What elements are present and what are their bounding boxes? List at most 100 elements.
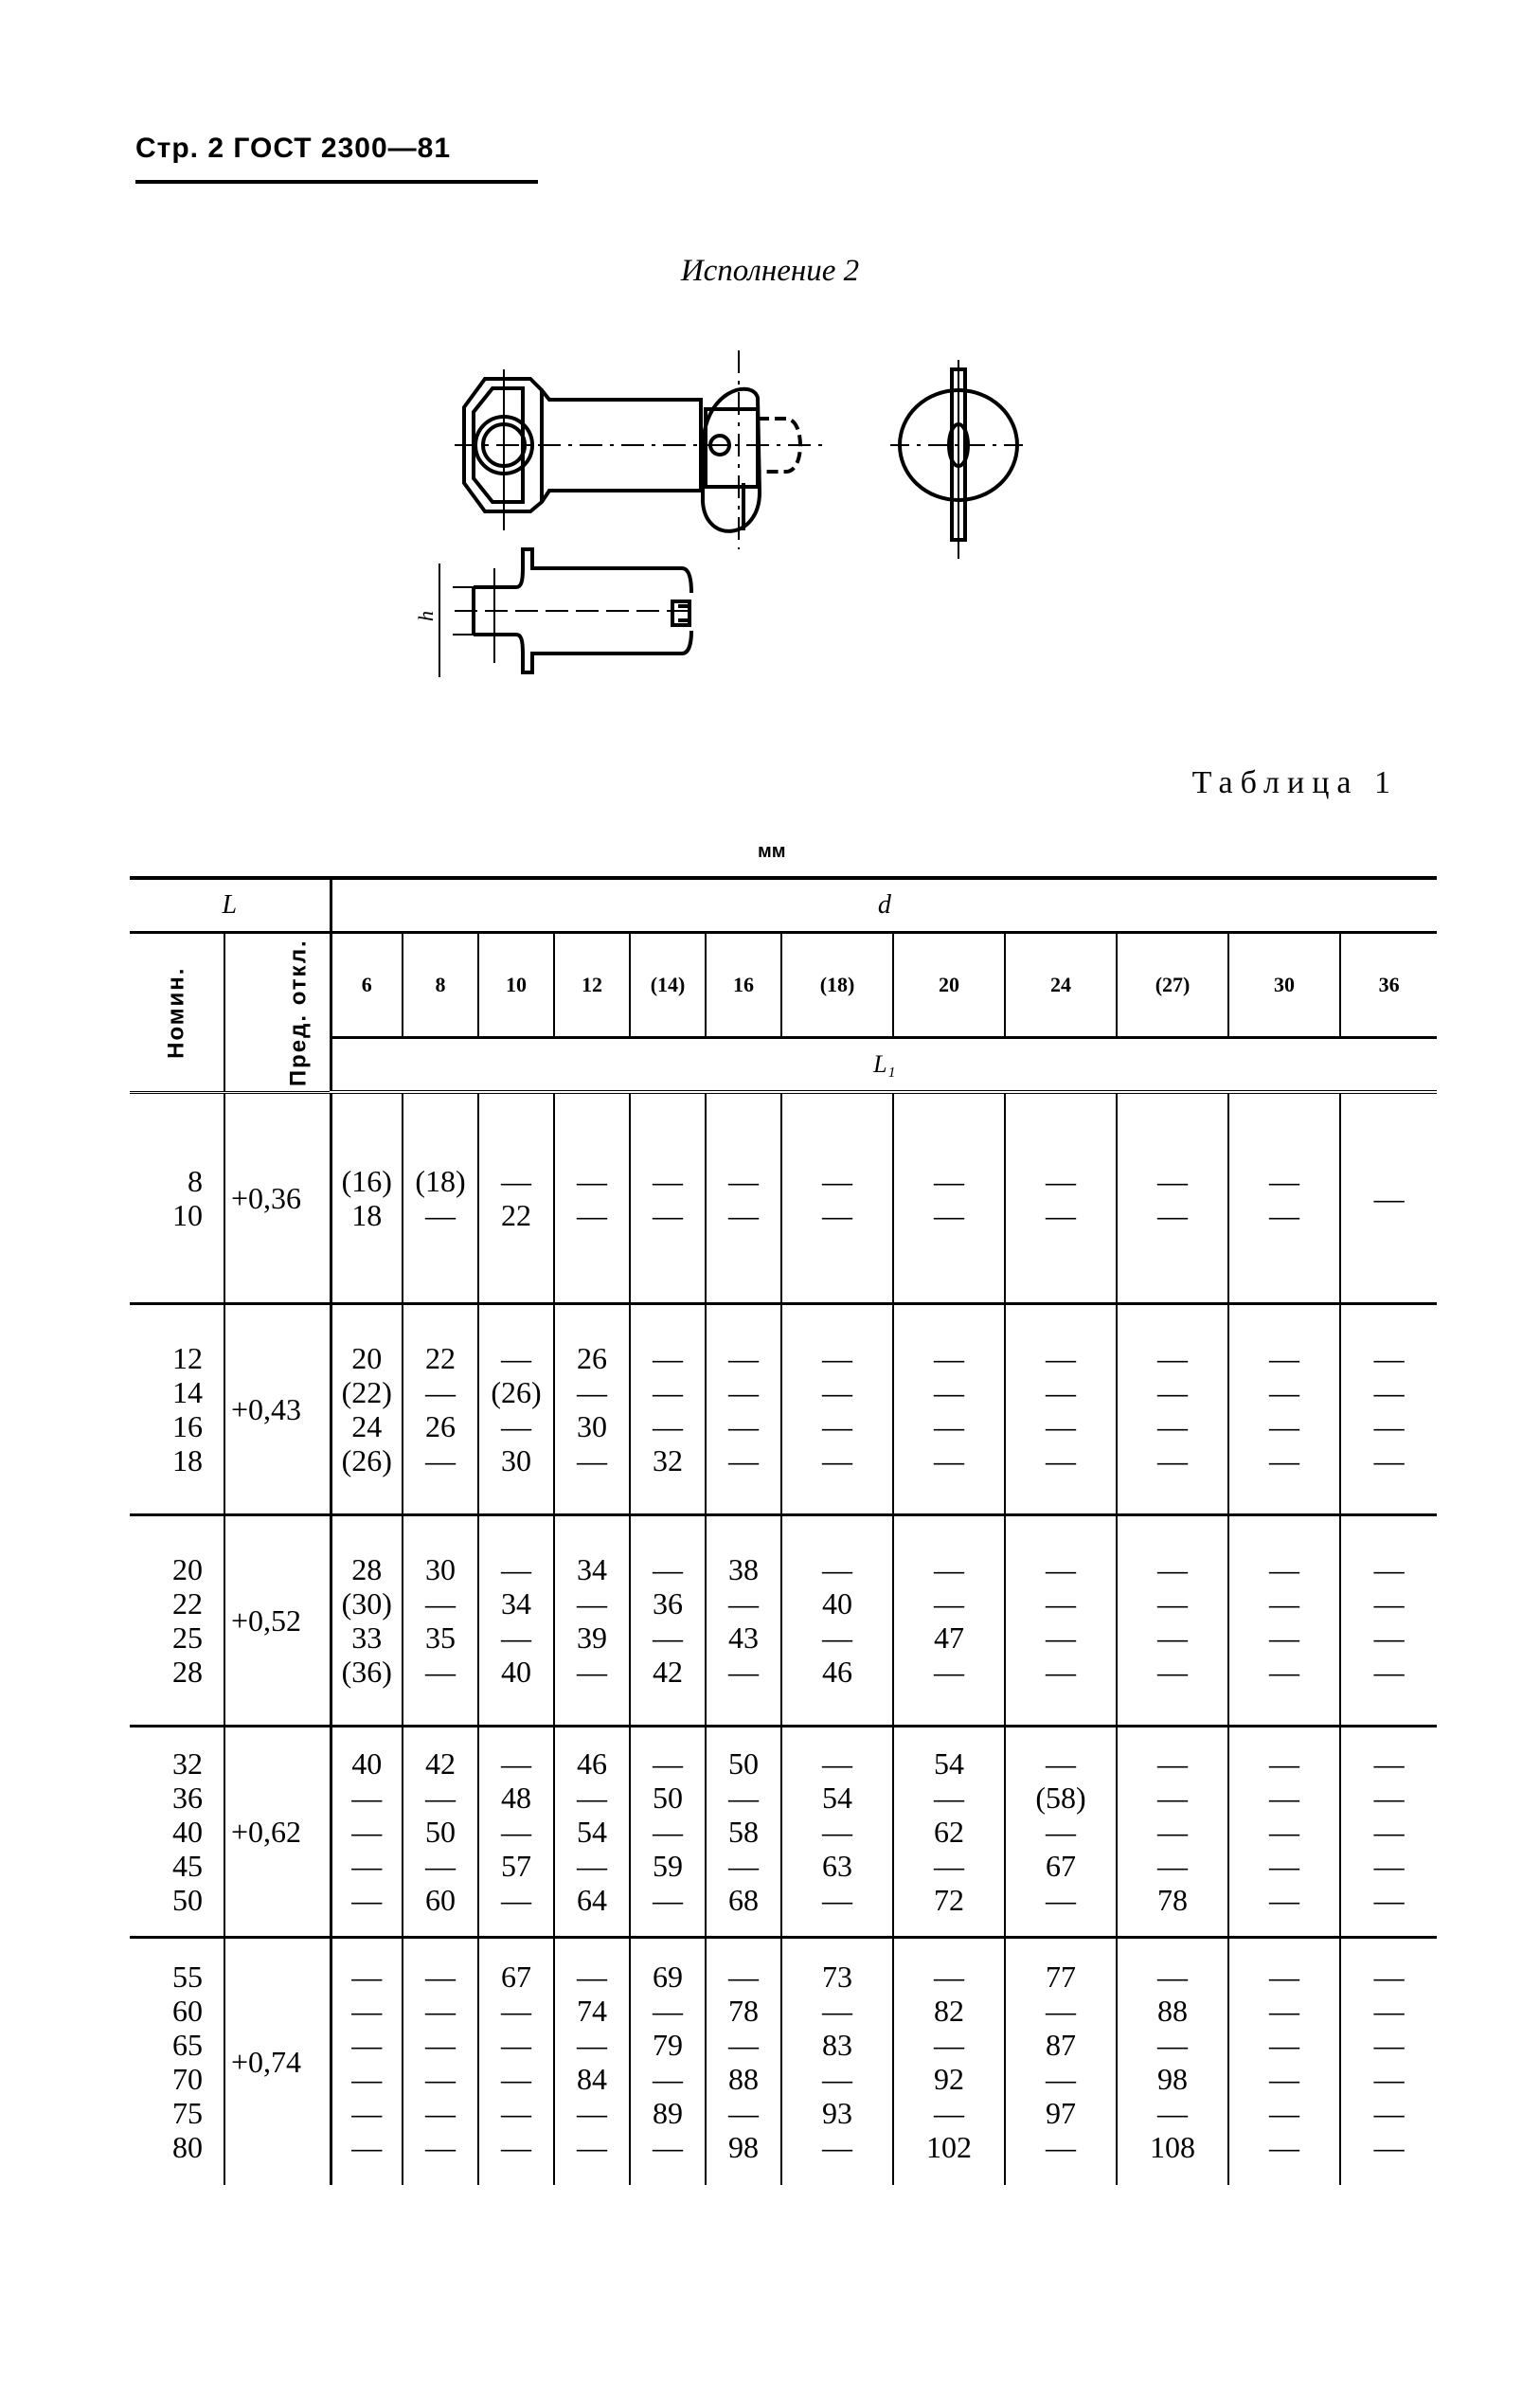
cell-value: — — [1269, 1655, 1300, 1689]
cell-value: — — [653, 2062, 684, 2096]
cell-value: — — [934, 1849, 965, 1883]
L1-value-cell: ———— — [1004, 1303, 1118, 1516]
cell-value: — — [1373, 1960, 1405, 1994]
L1-value-cell: ———— — [892, 1303, 1006, 1516]
cell-value: 48 — [501, 1781, 532, 1815]
L1-value-cell: 77—87—97— — [1004, 1937, 1118, 2185]
L1-value-cell: ———— — [1004, 1514, 1118, 1728]
d-col-header: (18) — [780, 932, 894, 1039]
cell-value: 14 — [172, 1375, 203, 1409]
side-view-drawing — [890, 360, 1028, 559]
d-col-header: 10 — [477, 932, 555, 1039]
cell-value: 35 — [425, 1620, 457, 1655]
cell-value: 98 — [1157, 2062, 1189, 2096]
cell-value: 32 — [172, 1746, 203, 1781]
d-col-header: (14) — [629, 932, 707, 1039]
cell-value: — — [501, 1620, 532, 1655]
cell-value: — — [728, 2096, 760, 2130]
cell-value: 65 — [172, 2028, 203, 2062]
cell-value: — — [1269, 2062, 1300, 2096]
cell-value: — — [351, 2130, 383, 2164]
L1-value-cell: —— — [1116, 1092, 1229, 1305]
cell-value: — — [1269, 1341, 1300, 1375]
cell-value: — — [1373, 2096, 1405, 2130]
cell-value: 43 — [728, 1620, 760, 1655]
cell-value: 34 — [577, 1552, 608, 1586]
L1-value-cell: 69—79—89— — [629, 1937, 707, 2185]
cell-value: 84 — [577, 2062, 608, 2096]
cell-value: — — [1269, 1781, 1300, 1815]
cell-value: — — [425, 2096, 457, 2130]
cell-value: 80 — [172, 2130, 203, 2164]
cell-value: 20 — [172, 1552, 203, 1586]
cell-value: 102 — [926, 2130, 973, 2164]
tolerance-cell: +0,36 — [223, 1092, 331, 1305]
L1-value-cell: —— — [705, 1092, 782, 1305]
cell-value: (58) — [1035, 1781, 1086, 1815]
cell-value: — — [1269, 1815, 1300, 1849]
cell-value: — — [1046, 1620, 1077, 1655]
L1-value-cell: ———— — [1227, 1514, 1341, 1728]
cell-value: 93 — [822, 2096, 853, 2130]
cell-value: — — [934, 1164, 965, 1198]
cell-value: 97 — [1046, 2096, 1077, 2130]
cell-value: — — [728, 1849, 760, 1883]
cell-value: — — [351, 1994, 383, 2028]
L1-value-cell: —36—42 — [629, 1514, 707, 1728]
cell-value: 34 — [501, 1586, 532, 1620]
page-title: Стр. 2 ГОСТ 2300—81 — [135, 133, 452, 164]
cell-value: — — [728, 1409, 760, 1443]
cell-value: 89 — [653, 2096, 684, 2130]
cell-value: — — [1046, 1375, 1077, 1409]
cell-value: — — [1046, 1815, 1077, 1849]
cell-value: 28 — [351, 1552, 383, 1586]
cell-value: 64 — [577, 1883, 608, 1917]
cell-value: (30) — [341, 1586, 392, 1620]
cell-value: — — [501, 1994, 532, 2028]
L1-value-cell: 28(30)33(36) — [329, 1514, 403, 1728]
cell-value: — — [1046, 1746, 1077, 1781]
cell-value: — — [822, 1815, 853, 1849]
units-label: мм — [758, 841, 786, 862]
cell-value: (18) — [415, 1164, 466, 1198]
L1-value-cell: ————— — [1339, 1726, 1438, 1939]
cell-value: — — [1157, 1586, 1189, 1620]
L1-value-cell: —88—98—108 — [1116, 1937, 1229, 2185]
L1-value-cell: 42—50—60 — [402, 1726, 479, 1939]
L1-value-cell: —(26)—30 — [477, 1303, 555, 1516]
L1-value-cell: —————— — [402, 1937, 479, 2185]
cell-value: — — [425, 2062, 457, 2096]
cell-value: — — [501, 1341, 532, 1375]
cell-value: — — [351, 1849, 383, 1883]
cell-value: — — [1046, 1443, 1077, 1477]
tolerance-cell: +0,74 — [223, 1937, 331, 2185]
cell-value: — — [1046, 1164, 1077, 1198]
cell-value: — — [351, 2028, 383, 2062]
header-divider — [135, 180, 538, 184]
cell-value: — — [577, 2130, 608, 2164]
cell-value: 36 — [653, 1586, 684, 1620]
L1-value-cell: 22—26— — [402, 1303, 479, 1516]
cell-value: — — [1269, 2096, 1300, 2130]
L1-value-cell: —— — [553, 1092, 631, 1305]
cell-value: — — [501, 1409, 532, 1443]
cell-value: 47 — [934, 1620, 965, 1655]
cell-value: 63 — [822, 1849, 853, 1883]
cell-value: — — [1373, 1552, 1405, 1586]
cell-value: 50 — [728, 1746, 760, 1781]
cell-value: 67 — [1046, 1849, 1077, 1883]
cell-value: — — [653, 1994, 684, 2028]
L1-value-cell: —78—88—98 — [705, 1937, 782, 2185]
d-col-header: 30 — [1227, 932, 1341, 1039]
cell-value: (26) — [491, 1375, 542, 1409]
cell-value: — — [822, 1341, 853, 1375]
cell-value: — — [1269, 1586, 1300, 1620]
cell-value: 73 — [822, 1960, 853, 1994]
cell-value: — — [934, 2096, 965, 2130]
cell-value: — — [501, 1164, 532, 1198]
cell-value: 8 — [188, 1163, 203, 1198]
cell-value: — — [1157, 1409, 1189, 1443]
cell-value: — — [653, 1375, 684, 1409]
